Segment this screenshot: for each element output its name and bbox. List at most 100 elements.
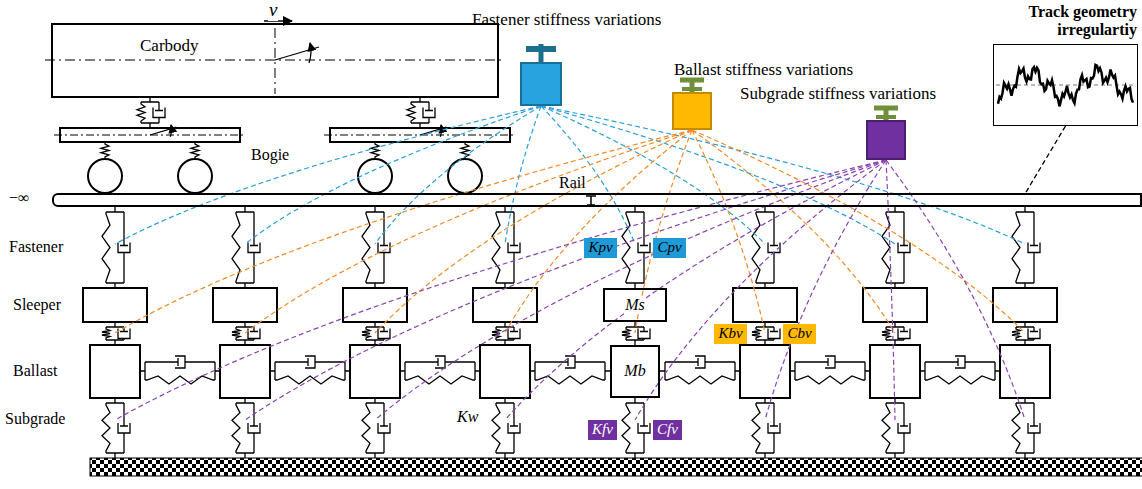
spring-symbol [492, 212, 500, 283]
damper-symbol [118, 403, 130, 453]
spring-damper [882, 207, 910, 288]
pitch-line [275, 47, 319, 60]
parameter-symbol: Cfv [657, 421, 678, 438]
damper-symbol [768, 212, 780, 283]
sleeper-block [733, 288, 797, 322]
sleeper-block [863, 288, 927, 322]
damper-symbol [405, 356, 475, 368]
spring-damper-frame [236, 398, 254, 458]
influence-line [541, 106, 765, 244]
parameter-tag: Kfv [588, 420, 617, 440]
influence-line [765, 160, 886, 420]
parameter-symbol: Kpv [588, 239, 612, 256]
influence-line [505, 130, 692, 333]
influence-line [541, 106, 895, 244]
dashed-connector [1026, 126, 1066, 193]
stiffness-icon: Ballast stiffness variations [672, 92, 712, 130]
spring-damper-frame [106, 207, 124, 288]
spring-symbol [102, 212, 110, 283]
influence-line [886, 160, 1025, 420]
influence-line [245, 106, 541, 244]
primary-spring [371, 142, 379, 159]
sleeper-block [83, 288, 147, 322]
spring-symbol [882, 212, 890, 283]
damper-symbol [118, 212, 130, 283]
influence-line [245, 160, 886, 420]
spring-symbol [362, 327, 370, 340]
damper-symbol [898, 327, 910, 340]
icon-cap [680, 78, 704, 83]
damper-symbol [1028, 327, 1040, 340]
damper-symbol [153, 102, 165, 123]
layer-name: Subgrade [4, 410, 66, 428]
spring-damper [882, 398, 910, 458]
damper-symbol [898, 212, 910, 283]
spring-symbol [102, 403, 110, 453]
parameter-symbol: Kbv [718, 325, 742, 342]
ground-hatch [90, 458, 1142, 476]
spring-symbol [1012, 212, 1020, 283]
spring-damper [1012, 398, 1040, 458]
box-label: Ms [624, 296, 646, 314]
damper-symbol [795, 356, 865, 368]
spring-damper [140, 356, 220, 384]
spring-symbol [232, 403, 240, 453]
influence-line [505, 160, 886, 420]
damper-symbol [423, 102, 435, 123]
velocity-arrow [264, 20, 292, 22]
spring-damper-frame [236, 207, 254, 288]
heading: Ballast stiffness variations [674, 60, 853, 80]
heading: Subgrade stiffness variations [740, 84, 936, 104]
spring-damper [407, 97, 435, 128]
fastener-icon-bar [526, 46, 556, 52]
spring-damper [492, 207, 520, 288]
ballast-block [740, 345, 790, 398]
spring-damper [102, 322, 130, 345]
damper-symbol [508, 327, 520, 340]
wheel [448, 159, 482, 193]
spring-symbol [492, 403, 500, 453]
damper-symbol [898, 403, 910, 453]
pitch-line [420, 127, 446, 135]
spring-damper [752, 322, 780, 345]
spring-damper-frame [626, 398, 644, 458]
heading: Carbody [140, 36, 199, 56]
spring-symbol [882, 327, 890, 340]
spring-damper-frame [530, 362, 610, 380]
layer-name: Sleeper [12, 296, 62, 314]
spring-symbol [925, 376, 995, 384]
damper-symbol [1028, 403, 1040, 453]
influence-line [375, 160, 886, 420]
spring-damper [752, 207, 780, 288]
box-label: Mb [623, 362, 646, 380]
pitch-arrow [170, 125, 171, 137]
shear-spring [660, 356, 740, 384]
spring-symbol [795, 376, 865, 384]
spring-symbol [752, 403, 760, 453]
spring-damper-frame [140, 362, 220, 380]
pitch-arrow [309, 43, 311, 63]
spring-symbol [752, 327, 760, 340]
influence-line [245, 130, 692, 333]
parameter-tag: Kbv [714, 324, 747, 344]
spring-damper [1012, 322, 1040, 345]
influence-line [115, 106, 541, 244]
primary-spring [101, 142, 109, 159]
spring-symbol [665, 376, 735, 384]
spring-damper-frame [626, 207, 644, 288]
spring-damper [622, 207, 650, 288]
spring-symbol [535, 376, 605, 384]
spring-damper [137, 97, 165, 128]
damper-symbol [145, 356, 215, 368]
parameter-symbol: Kw [456, 408, 479, 426]
shear-spring [140, 356, 220, 384]
spring-damper [232, 322, 260, 345]
icon-cap [874, 106, 898, 111]
influence-line [375, 130, 692, 333]
spring-symbol [137, 102, 145, 123]
pitch-arrow [440, 125, 441, 137]
damper-symbol [118, 327, 130, 340]
spring-damper-frame [496, 398, 514, 458]
